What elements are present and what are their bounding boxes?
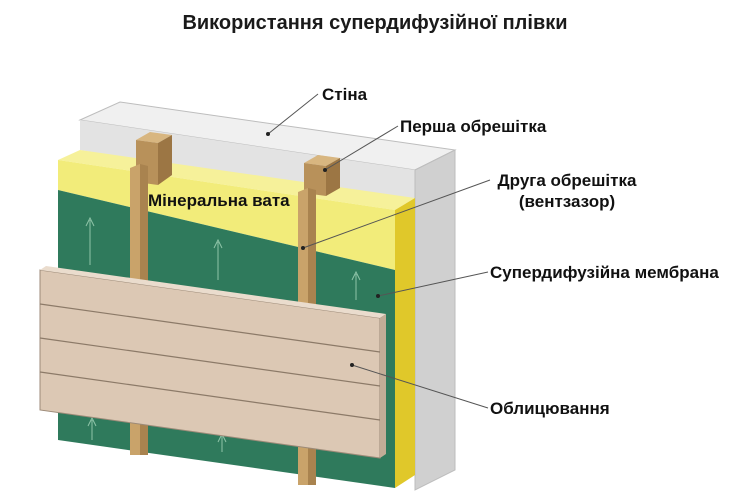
label-membrane: Супердифузійна мембрана: [490, 263, 719, 282]
diagram-title: Використання супердифузійної плівки: [182, 12, 568, 34]
label-second-batten-line2: (вентзазор): [518, 192, 616, 211]
label-cladding: Облицювання: [490, 399, 610, 418]
leader-lines: [267, 93, 491, 409]
leader-dots: [266, 132, 380, 367]
label-second-batten: Друга обрешітка (вентзазор): [492, 170, 642, 212]
label-second-batten-line1: Друга обрешітка: [497, 171, 637, 190]
label-first-batten: Перша обрешітка: [400, 117, 547, 136]
label-mineral-wool: Мінеральна вата: [148, 191, 290, 210]
label-wall: Стіна: [322, 85, 368, 104]
cladding-layer: [39, 266, 386, 459]
